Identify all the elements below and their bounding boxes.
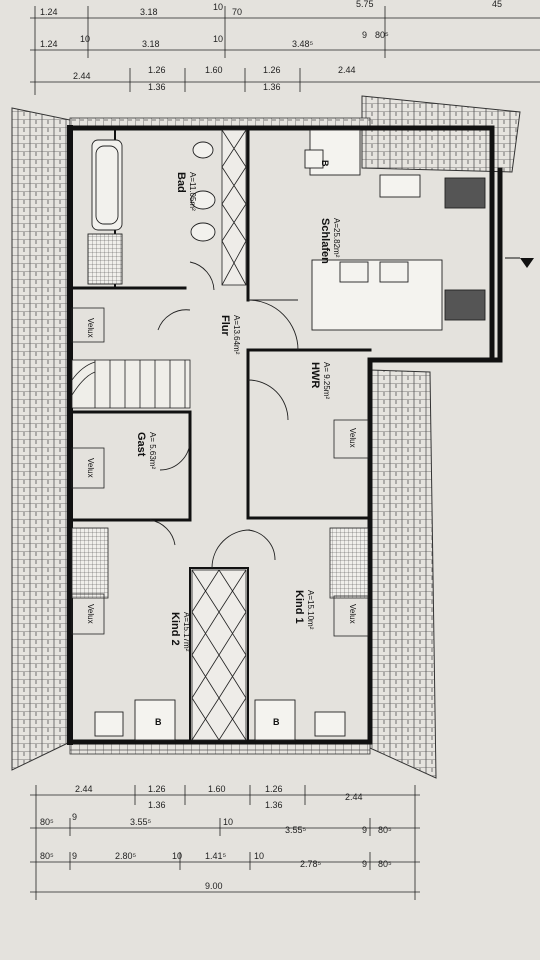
bottom-dimensions — [30, 785, 420, 900]
dim-bottom1-c: 1.60 — [208, 784, 226, 794]
dim-top1-e: 5.75 — [356, 0, 374, 9]
bed-markers: B B B — [155, 160, 330, 727]
velux-label: Velux — [348, 428, 357, 448]
sink-2 — [190, 222, 216, 242]
room-name-bad: Bad — [175, 172, 187, 193]
dormer-tiles — [71, 527, 369, 599]
furniture — [94, 129, 486, 741]
room-area-flur: A=13.64m² — [232, 315, 241, 355]
bed-box-kind2 — [134, 699, 176, 741]
velux-labels: Velux Velux Velux Velux Velux — [86, 318, 357, 624]
nightstand-1 — [444, 177, 486, 209]
dim-top3-c: 1.60 — [205, 65, 223, 75]
top-dimensions — [30, 6, 540, 95]
room-name-gast: Gast — [135, 432, 147, 457]
dim-top3-a: 2.44 — [73, 71, 91, 81]
dim-bottom3-a: 80⁵ — [40, 851, 54, 861]
dim-top3-g: 1.36 — [263, 82, 281, 92]
dim-bottom1-f: 1.36 — [148, 800, 166, 810]
double-bed — [311, 259, 443, 331]
nightstand-2 — [444, 289, 486, 321]
dim-bottom3-c: 2.80⁵ — [115, 851, 137, 861]
velux-label: Velux — [86, 458, 95, 478]
bed-marker: B — [155, 717, 162, 727]
dim-top1-d: 70 — [232, 7, 242, 17]
room-area-kind2: A=15.17m² — [182, 612, 191, 652]
dim-bottom2-f: 9 — [362, 825, 367, 835]
chair-schlafen — [304, 149, 324, 169]
bottom-dimension-labels: 2.44 1.26 1.60 1.26 2.44 1.36 1.36 80⁵ 9… — [40, 784, 392, 891]
dim-bottom3-h: 9 — [362, 859, 367, 869]
dim-top2-c: 3.18 — [142, 39, 160, 49]
dim-top1-b: 3.18 — [140, 7, 158, 17]
dim-bottom3-g: 2.78⁵ — [300, 859, 322, 869]
toilet — [192, 141, 214, 159]
dim-top3-e: 2.44 — [338, 65, 356, 75]
dim-bottom1-g: 1.36 — [265, 800, 283, 810]
dim-bottom3-i: 80⁵ — [378, 859, 392, 869]
desk-kind1 — [314, 711, 346, 737]
dim-bottom2-c: 3.55⁵ — [130, 817, 152, 827]
dim-top2-g: 80⁵ — [375, 30, 389, 40]
velux-label: Velux — [348, 604, 357, 624]
room-area-hwr: A= 9.25m² — [322, 362, 331, 399]
dim-top3-d: 1.26 — [263, 65, 281, 75]
dim-top2-a: 1.24 — [40, 39, 58, 49]
dim-top2-d: 10 — [213, 34, 223, 44]
room-name-kind1: Kind 1 — [293, 590, 305, 624]
dim-bottom2-b: 9 — [72, 812, 77, 822]
top-dimension-labels: 1.24 3.18 10 70 5.75 45 1.24 10 3.18 10 … — [40, 0, 502, 92]
section-markers — [505, 257, 534, 268]
dim-bottom1-a: 2.44 — [75, 784, 93, 794]
velux-label: Velux — [86, 604, 95, 624]
dim-top2-f: 9 — [362, 30, 367, 40]
room-area-kind1: A=15.10m² — [306, 590, 315, 630]
dim-bottom3-e: 1.41⁵ — [205, 851, 227, 861]
dim-top1-f: 45 — [492, 0, 502, 9]
bed-marker: B — [320, 160, 330, 167]
dim-top1-a: 1.24 — [40, 7, 58, 17]
sink-1 — [190, 190, 216, 210]
dim-bottom3-b: 9 — [72, 851, 77, 861]
dim-bottom3-d: 10 — [172, 851, 182, 861]
dim-bottom2-a: 80⁵ — [40, 817, 54, 827]
room-area-schlafen: A=25.82m² — [332, 218, 341, 258]
room-name-schlafen: Schlafen — [319, 218, 331, 264]
bed-box-kind1 — [254, 699, 296, 741]
staircase — [71, 359, 191, 409]
bed-marker: B — [273, 717, 280, 727]
dim-top3-f: 1.36 — [148, 82, 166, 92]
velux-label: Velux — [86, 318, 95, 338]
room-name-kind2: Kind 2 — [169, 612, 181, 646]
dim-total: 9.00 — [205, 881, 223, 891]
room-area-gast: A= 5.63m² — [148, 432, 157, 469]
wardrobe-closets — [191, 129, 247, 741]
dim-bottom2-g: 80⁵ — [378, 825, 392, 835]
dim-bottom2-d: 10 — [223, 817, 233, 827]
room-name-hwr: HWR — [309, 362, 321, 388]
velux-windows — [71, 307, 369, 637]
bathroom-fixtures — [87, 139, 216, 285]
tv-bench — [379, 174, 421, 198]
doors — [149, 261, 299, 569]
dim-top2-b: 10 — [80, 34, 90, 44]
dim-bottom2-e: 3.55⁵ — [285, 825, 307, 835]
room-area-bad: A=11.05m² — [188, 172, 197, 211]
walls — [67, 125, 503, 745]
dim-bottom1-b: 1.26 — [148, 784, 166, 794]
dim-bottom1-e: 2.44 — [345, 792, 363, 802]
desk-kind2 — [94, 711, 124, 737]
room-labels: Bad A=11.05m² Schlafen A=25.82m² Flur A=… — [135, 172, 341, 652]
dim-bottom1-d: 1.26 — [265, 784, 283, 794]
bathtub — [91, 139, 123, 231]
dim-bottom3-f: 10 — [254, 851, 264, 861]
dim-top3-b: 1.26 — [148, 65, 166, 75]
dim-top2-e: 3.48⁵ — [292, 39, 314, 49]
shower — [87, 233, 123, 285]
room-name-flur: Flur — [219, 315, 231, 336]
dim-top1-c: 10 — [213, 2, 223, 12]
